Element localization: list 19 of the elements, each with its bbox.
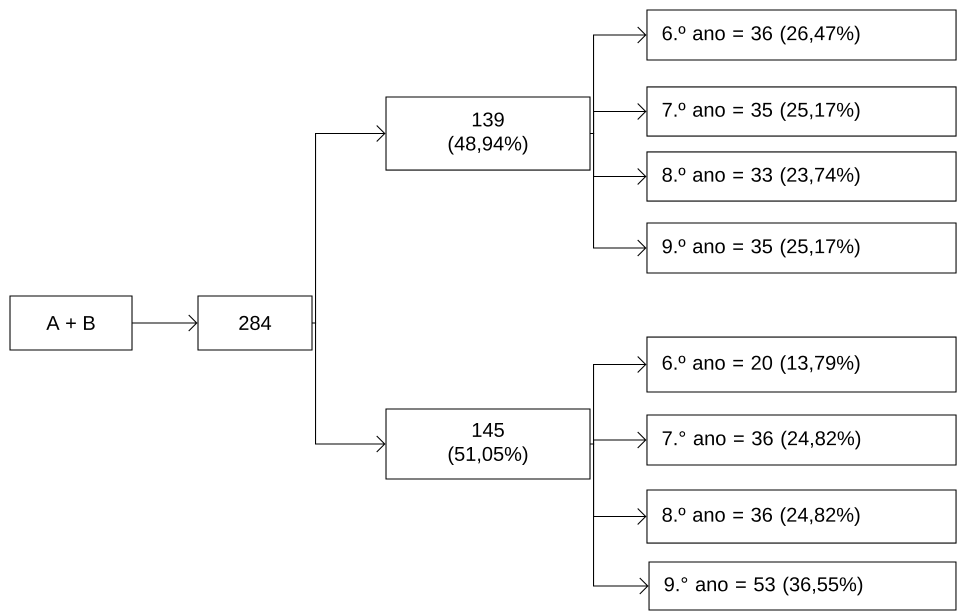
group-box: 139 (48,94%) (385, 96, 591, 171)
arrow (312, 125, 386, 324)
arrow (590, 432, 646, 448)
start-box: A + B (9, 295, 133, 351)
arrow (590, 103, 646, 134)
arrow (590, 132, 646, 256)
result-box: 8.º ano = 36 (24,82%) (646, 489, 957, 544)
total-box: 284 (197, 295, 313, 351)
result-box: 9.° ano = 53 (36,55%) (648, 561, 957, 611)
result-box: 7.º ano = 35 (25,17%) (646, 86, 957, 137)
arrow (132, 314, 198, 332)
result-box: 8.º ano = 33 (23,74%) (646, 151, 957, 202)
result-box: 9.º ano = 35 (25,17%) (646, 222, 957, 274)
result-box: 6.º ano = 36 (26,47%) (646, 9, 957, 61)
arrow (590, 443, 648, 594)
result-box: 7.° ano = 36 (24,82%) (646, 414, 957, 466)
group-box: 145 (51,05%) (385, 408, 591, 480)
result-box: 6.º ano = 20 (13,79%) (646, 336, 957, 392)
arrow (312, 322, 386, 452)
